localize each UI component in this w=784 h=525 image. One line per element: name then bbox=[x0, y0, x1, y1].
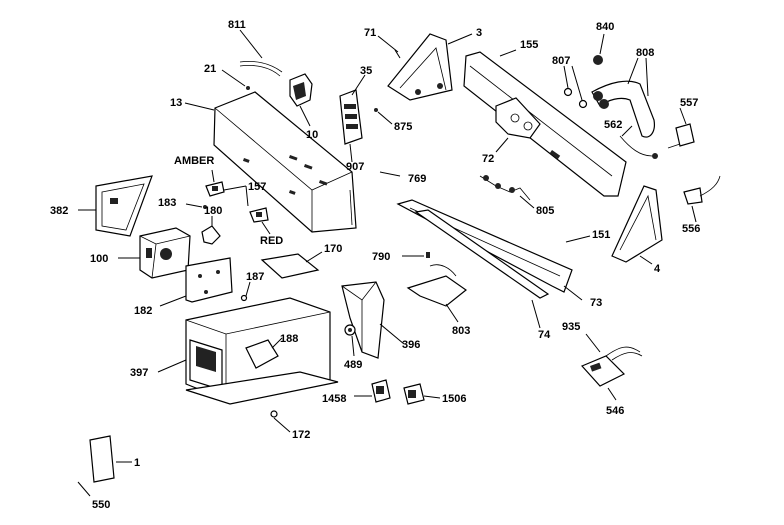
part-red-light bbox=[249, 207, 271, 235]
callout-180: 180 bbox=[204, 205, 222, 217]
part-546-harness bbox=[580, 333, 643, 401]
part-382-frame bbox=[78, 175, 153, 237]
part-35-switch-bank bbox=[339, 74, 366, 163]
part-71-screw bbox=[377, 35, 401, 59]
part-1506-switch bbox=[403, 383, 441, 405]
callout-489: 489 bbox=[344, 359, 362, 371]
part-396-bracket bbox=[341, 281, 405, 359]
part-183-screw bbox=[185, 203, 207, 209]
callout-769: 769 bbox=[408, 173, 426, 185]
callout-396: 396 bbox=[402, 339, 420, 351]
part-790-screw bbox=[402, 252, 430, 258]
part-489-knob bbox=[344, 324, 356, 357]
callout-183: 183 bbox=[158, 197, 176, 209]
callout-187: 187 bbox=[246, 271, 264, 283]
part-811-cord bbox=[239, 29, 283, 77]
part-187-screw bbox=[240, 281, 251, 302]
callout-157: 157 bbox=[248, 181, 266, 193]
callout-71: 71 bbox=[364, 27, 376, 39]
part-151-screw bbox=[565, 235, 591, 243]
callout-811: 811 bbox=[228, 19, 246, 31]
part-157-leader bbox=[223, 185, 249, 207]
callout-1506: 1506 bbox=[442, 393, 466, 405]
callout-803: 803 bbox=[452, 325, 470, 337]
callout-35: 35 bbox=[360, 65, 372, 77]
callout-amber: AMBER bbox=[174, 155, 214, 167]
part-172-screw bbox=[270, 410, 291, 433]
part-397-housing bbox=[157, 297, 339, 405]
callout-188: 188 bbox=[280, 333, 298, 345]
callout-155: 155 bbox=[520, 39, 538, 51]
callout-170: 170 bbox=[324, 243, 342, 255]
part-557-switch bbox=[667, 107, 695, 149]
callout-21: 21 bbox=[204, 63, 216, 75]
callout-935: 935 bbox=[562, 321, 580, 333]
part-875-screw bbox=[374, 108, 393, 125]
callout-907: 907 bbox=[346, 161, 364, 173]
part-10-switch bbox=[289, 73, 313, 127]
callout-73: 73 bbox=[590, 297, 602, 309]
part-556-connector bbox=[683, 175, 721, 223]
callout-382: 382 bbox=[50, 205, 68, 217]
callout-808: 808 bbox=[636, 47, 654, 59]
callout-100: 100 bbox=[90, 253, 108, 265]
part-1458-switch bbox=[354, 379, 391, 403]
callout-74: 74 bbox=[538, 329, 551, 341]
part-180-knob bbox=[201, 216, 221, 245]
part-550-screw bbox=[77, 481, 91, 497]
callout-labels: 811 21 13 10 35 71 3 155 840 807 808 557… bbox=[50, 19, 700, 511]
part-805-harness bbox=[479, 175, 535, 209]
part-807-knobs bbox=[563, 65, 588, 109]
callout-1: 1 bbox=[134, 457, 140, 469]
callout-4: 4 bbox=[654, 263, 661, 275]
callout-1458: 1458 bbox=[322, 393, 346, 405]
callout-397: 397 bbox=[130, 367, 148, 379]
part-803-bracket bbox=[406, 264, 468, 323]
part-4-side-bracket bbox=[611, 185, 663, 265]
callout-805: 805 bbox=[536, 205, 554, 217]
callout-3: 3 bbox=[476, 27, 482, 39]
part-769-screw bbox=[379, 171, 401, 177]
callout-550: 550 bbox=[92, 499, 110, 511]
callout-72: 72 bbox=[482, 153, 494, 165]
callout-172: 172 bbox=[292, 429, 310, 441]
callout-10: 10 bbox=[306, 129, 318, 141]
part-182-bracket bbox=[159, 257, 233, 307]
part-1-literature bbox=[89, 435, 132, 483]
callout-red: RED bbox=[260, 235, 283, 247]
part-808-hose-assembly bbox=[591, 57, 655, 138]
part-21-screw bbox=[221, 69, 250, 90]
callout-556: 556 bbox=[682, 223, 700, 235]
part-155-backsplash bbox=[463, 49, 627, 197]
callout-875: 875 bbox=[394, 121, 412, 133]
part-amber-light bbox=[205, 169, 225, 197]
callout-182: 182 bbox=[134, 305, 152, 317]
part-13-control-panel bbox=[184, 91, 357, 233]
callout-790: 790 bbox=[372, 251, 390, 263]
callout-840: 840 bbox=[596, 21, 614, 33]
callout-13: 13 bbox=[170, 97, 182, 109]
part-562-wire bbox=[619, 125, 658, 159]
part-840-knob bbox=[593, 33, 605, 65]
part-3-bracket bbox=[387, 33, 473, 101]
callout-557: 557 bbox=[680, 97, 698, 109]
callout-807: 807 bbox=[552, 55, 570, 67]
part-170-plate bbox=[260, 251, 323, 279]
callout-562: 562 bbox=[604, 119, 622, 131]
part-74-rail bbox=[414, 209, 550, 329]
callout-546: 546 bbox=[606, 405, 624, 417]
callout-151: 151 bbox=[592, 229, 610, 241]
